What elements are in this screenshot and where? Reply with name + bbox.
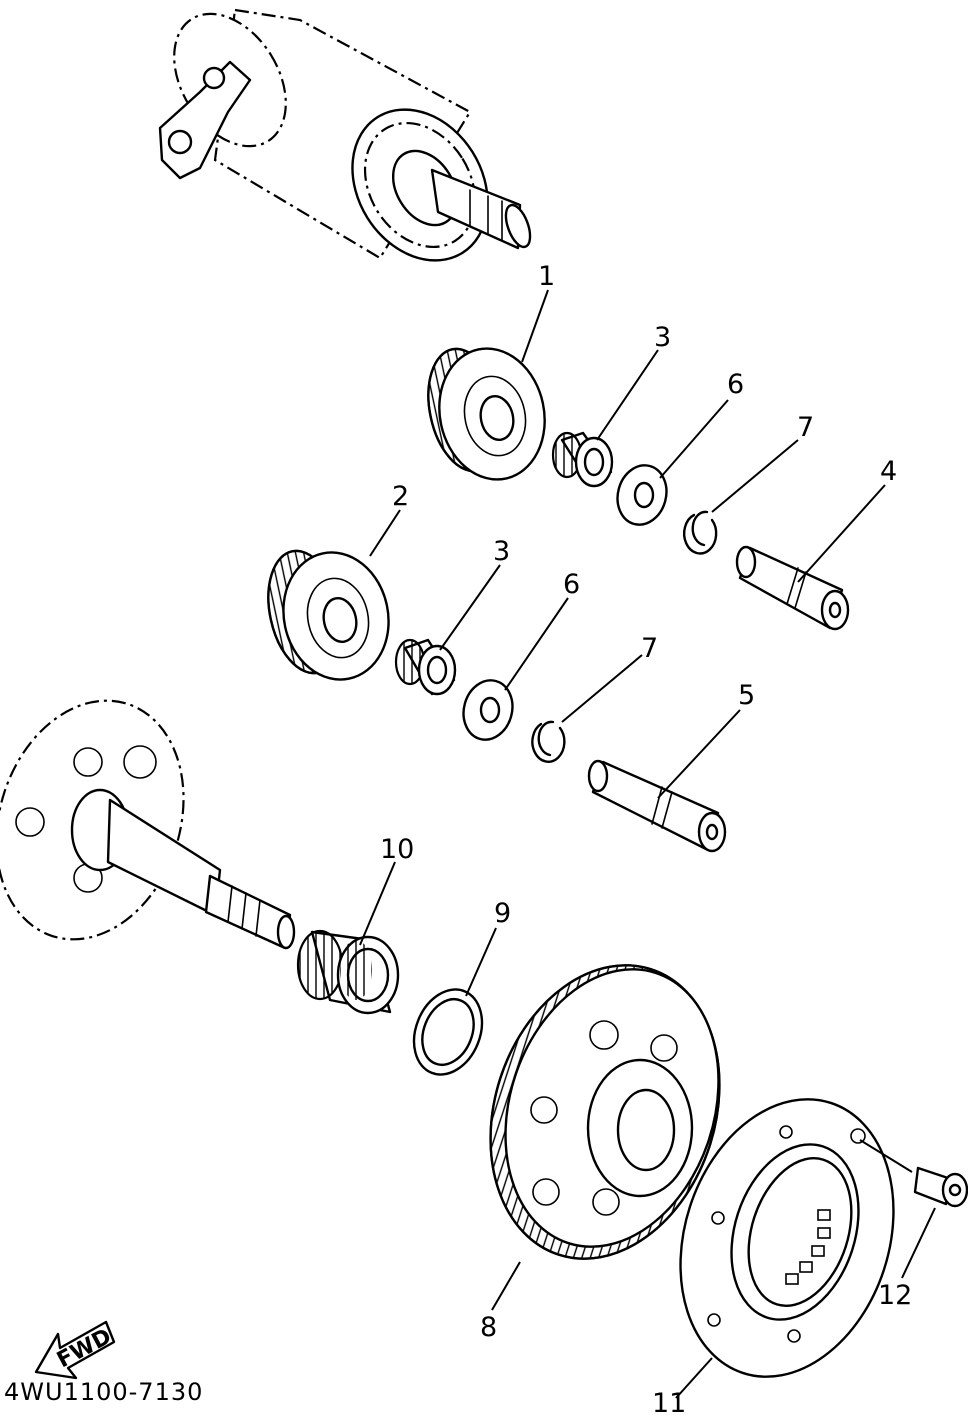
callout-7b: 7	[641, 633, 658, 664]
callout-11: 11	[652, 1388, 686, 1418]
callout-1: 1	[538, 261, 555, 292]
needle-bearing-3a	[551, 431, 614, 488]
callout-9: 9	[494, 898, 511, 929]
shaft-4	[735, 545, 850, 631]
callout-5: 5	[738, 680, 755, 711]
crankshaft-assembly	[0, 699, 296, 950]
callout-2: 2	[392, 481, 409, 512]
needle-bearing-3b	[394, 638, 457, 696]
callout-7a: 7	[797, 412, 814, 443]
diagram-code: 4WU1100-7130	[4, 1378, 203, 1406]
callout-8: 8	[480, 1312, 497, 1343]
callout-3b: 3	[493, 536, 510, 567]
callout-6b: 6	[563, 569, 580, 600]
callout-10: 10	[380, 834, 414, 865]
callout-6a: 6	[727, 369, 744, 400]
one-way-clutch-11	[679, 1098, 895, 1378]
callout-4: 4	[880, 456, 897, 487]
bolt-12	[913, 1166, 968, 1208]
idler-gear-1	[427, 347, 546, 481]
callout-labels: 1 2 3 3 6 6 7 7 4 5 10 9 8 11 12	[380, 261, 912, 1418]
circlip-7b	[531, 720, 566, 763]
fwd-arrow-icon: FWD	[34, 1320, 116, 1380]
idler-gear-2	[267, 549, 390, 681]
callout-12: 12	[878, 1280, 912, 1311]
callout-3a: 3	[654, 322, 671, 353]
needle-bearing-10	[296, 929, 400, 1015]
shaft-5	[587, 759, 727, 853]
fwd-label: FWD	[53, 1324, 116, 1373]
starter-wheel-gear-8	[489, 964, 721, 1260]
washer-9	[412, 988, 484, 1076]
leader-lines	[359, 289, 936, 1399]
washer-6a	[616, 464, 668, 526]
washer-6b	[462, 679, 514, 741]
starter-motor	[158, 8, 532, 262]
circlip-7a	[683, 510, 718, 555]
